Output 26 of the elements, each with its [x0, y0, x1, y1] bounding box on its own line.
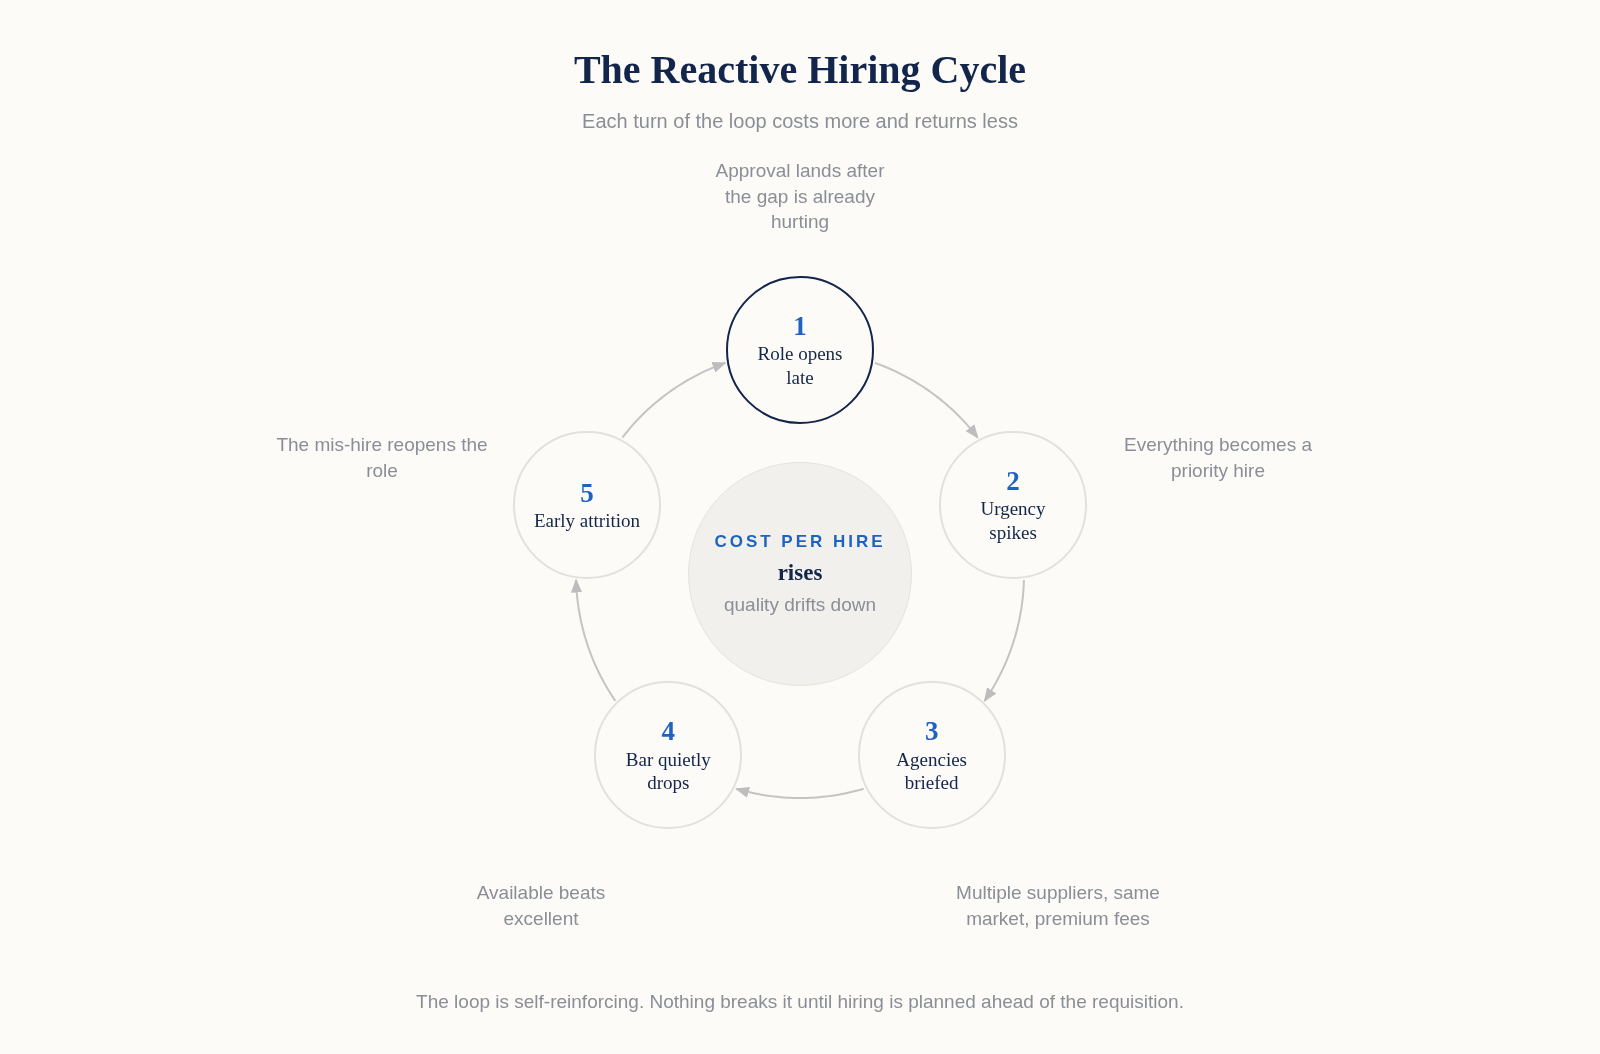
- step-note: Available beats excellent: [475, 881, 607, 931]
- step-note: Everything becomes a priority hire: [1123, 433, 1313, 483]
- diagram-title: The Reactive Hiring Cycle: [572, 46, 1028, 93]
- step-label: Bar quietly drops: [624, 747, 712, 796]
- metric-label: COST PER HIRE: [714, 532, 886, 552]
- subtitle: Each turn of the loop costs more and returns less: [581, 110, 1019, 133]
- cycle-arrow: [621, 361, 727, 439]
- step-label: Agencies briefed: [895, 747, 968, 796]
- step-label: Urgency spikes: [979, 497, 1047, 545]
- step-number: 4: [661, 715, 676, 748]
- cycle-arrow: [735, 786, 865, 799]
- step-number: 5: [580, 476, 594, 510]
- step-note: Multiple suppliers, same market, premium fees: [955, 881, 1161, 931]
- cycle-arrow: [570, 578, 617, 702]
- metric-note: quality drifts down: [723, 594, 877, 616]
- footnote: The loop is self-reinforcing. Nothing breaks it until hiring is planned ahead of the requisition.: [415, 991, 1185, 1013]
- step-note: Approval lands after the gap is already hurting: [714, 159, 886, 235]
- step-label: Role opens late: [756, 342, 844, 390]
- metric-value: rises: [777, 560, 823, 586]
- step-number: 3: [924, 715, 939, 748]
- cycle-arrow: [983, 578, 1025, 702]
- step-label: Early attrition: [532, 509, 641, 533]
- cycle-arrow: [873, 361, 979, 439]
- step-number: 2: [1006, 464, 1020, 498]
- step-note: The mis-hire reopens the role: [275, 433, 489, 483]
- step-number: 1: [793, 310, 807, 343]
